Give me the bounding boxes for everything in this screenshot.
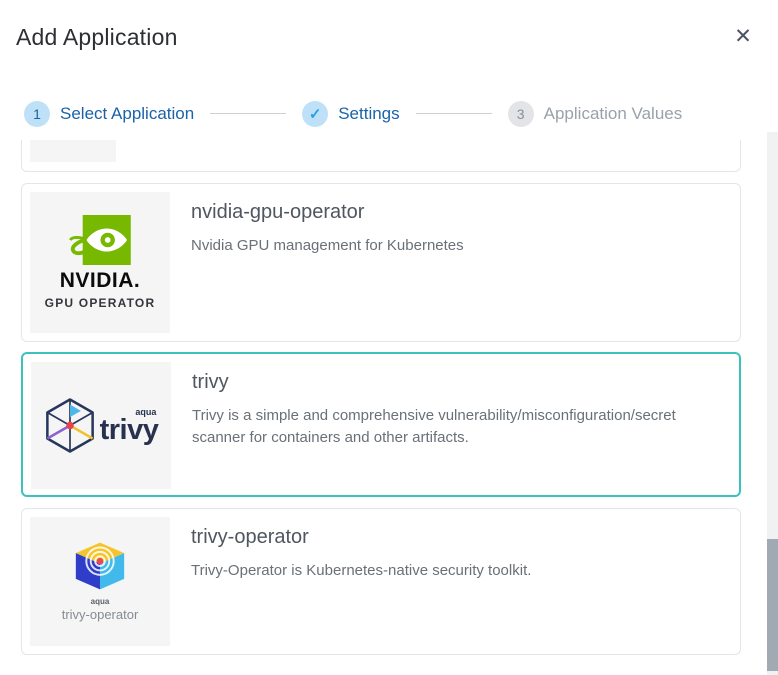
card-trivy[interactable]: aqua trivy trivy Trivy is a simple and c… — [21, 352, 741, 497]
trivy-operator-logo: aqua trivy-operator — [30, 517, 170, 646]
trivy-operator-wordmark: trivy-operator — [61, 607, 139, 622]
nvidia-gpu-operator-logo: NVIDIA. GPU OPERATOR — [30, 192, 170, 333]
nvidia-sub-wordmark: GPU OPERATOR — [44, 296, 156, 310]
scrollbar-thumb[interactable] — [767, 539, 778, 671]
card-body: nvidia-gpu-operator Nvidia GPU managemen… — [191, 192, 468, 333]
step-1-label: Select Application — [60, 103, 195, 123]
scrollbar-track[interactable] — [767, 132, 778, 675]
step-1-badge: 1 — [24, 100, 50, 127]
stepper-connector — [210, 113, 287, 114]
app-logo-placeholder — [30, 140, 116, 162]
close-icon[interactable]: ✕ — [728, 22, 758, 52]
trivy-hexagon-icon — [45, 398, 94, 453]
step-3-badge: 3 — [507, 100, 534, 127]
stepper-step-select-application[interactable]: 1 Select Application — [24, 100, 195, 127]
aqua-vendor-label: aqua — [135, 406, 157, 417]
app-description: Trivy is a simple and comprehensive vuln… — [192, 407, 676, 446]
stepper: 1 Select Application ✓ Settings 3 Applic… — [24, 100, 682, 127]
app-name: nvidia-gpu-operator — [191, 201, 365, 223]
step-3-label: Application Values — [543, 103, 683, 123]
app-name: trivy-operator — [191, 526, 309, 548]
application-list[interactable]: NVIDIA. GPU OPERATOR nvidia-gpu-operator… — [0, 140, 760, 675]
aqua-vendor-label: aqua — [90, 597, 110, 606]
step-2-label: Settings — [338, 103, 400, 123]
stepper-step-settings[interactable]: ✓ Settings — [302, 100, 400, 127]
card-body: trivy-operator Trivy-Operator is Kuberne… — [191, 517, 535, 646]
trivy-operator-cube-icon — [75, 542, 125, 590]
card-nvidia-gpu-operator[interactable]: NVIDIA. GPU OPERATOR nvidia-gpu-operator… — [21, 183, 741, 342]
stepper-connector — [415, 113, 492, 114]
check-icon: ✓ — [302, 100, 329, 127]
stepper-step-application-values[interactable]: 3 Application Values — [507, 100, 683, 127]
modal-title: Add Application — [16, 24, 178, 50]
nvidia-wordmark: NVIDIA. — [59, 269, 141, 292]
trivy-wordmark: trivy — [99, 413, 159, 446]
nvidia-eye-icon — [69, 215, 131, 265]
app-description: Trivy-Operator is Kubernetes-native secu… — [191, 562, 532, 579]
card-body: trivy Trivy is a simple and comprehensiv… — [192, 362, 720, 487]
card-trivy-operator[interactable]: aqua trivy-operator trivy-operator Trivy… — [21, 508, 741, 655]
trivy-logo: aqua trivy — [31, 362, 171, 489]
app-name: trivy — [192, 371, 229, 393]
app-description: Nvidia GPU management for Kubernetes — [191, 237, 464, 254]
card-partial[interactable] — [21, 140, 741, 172]
